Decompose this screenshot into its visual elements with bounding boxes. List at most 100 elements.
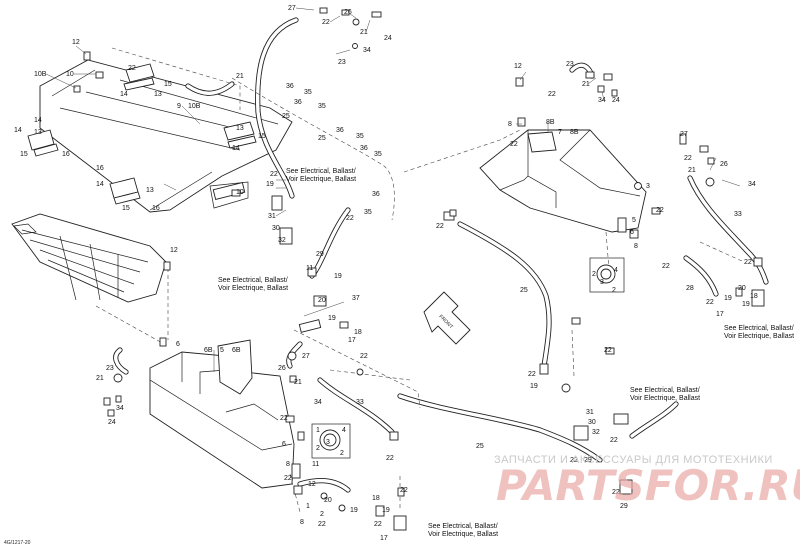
callout-text-line2: Voir Electrique, Ballast [724,333,794,340]
label-37: 37 [352,295,360,302]
label-14d: 14 [232,145,240,152]
deck-floor-panel [39,59,293,213]
label-22j: 22 [374,521,382,528]
label-30b: 30 [588,419,596,426]
label-10b: 10B [34,71,47,78]
label-4: 4 [342,427,346,434]
label-29c: 29 [620,503,628,510]
leader-lines [45,7,741,372]
label-25b: 25 [318,135,326,142]
label-35b: 35 [318,103,326,110]
label-28: 28 [686,285,694,292]
label-19g: 19 [742,301,750,308]
hull-overview [11,213,167,303]
label-2: 2 [316,445,320,452]
label-21: 21 [360,29,368,36]
gasket-detail-left [311,423,351,459]
label-20c: 20 [738,285,746,292]
label-5b: 5 [632,217,636,224]
label-23b: 23 [106,365,114,372]
label-18: 18 [354,329,362,336]
label-22l: 22 [548,91,556,98]
label-14e: 14 [96,181,104,188]
label-15b: 15 [20,151,28,158]
watermark-caption: ЗАПЧАСТИ И АКСЕССУАРЫ ДЛЯ МОТОТЕХНИКИ [494,454,773,466]
callout-text-line2: Voir Electrique, Ballast [428,531,498,538]
label-22v: 22 [612,489,620,496]
label-22b: 22 [128,65,136,72]
label-19f: 19 [724,295,732,302]
label-30: 30 [272,225,280,232]
label-8d: 8 [634,243,638,250]
label-3b: 3 [646,183,650,190]
gasket-detail-right [589,257,625,293]
label-33: 33 [356,399,364,406]
label-6d: 6 [630,229,634,236]
electrical-callout-1: See Electrical, Ballast/ Voir Electrique… [286,168,356,183]
label-23: 23 [338,59,346,66]
label-7: 7 [558,129,562,136]
drawing-code: 4G/1217-20 [4,540,31,546]
label-36c: 36 [336,127,344,134]
label-8b: 8 [300,519,304,526]
label-6b: 6B [204,347,213,354]
label-20b: 20 [324,497,332,504]
label-32: 32 [278,237,286,244]
label-21c: 21 [96,375,104,382]
label-19b: 19 [334,273,342,280]
callout-text-line2: Voir Electrique, Ballast [218,285,288,292]
label-25: 25 [282,113,290,120]
label-6: 6 [176,341,180,348]
label-2d: 2 [592,271,596,278]
label-11b: 11 [312,461,319,468]
label-12d: 12 [514,63,522,70]
label-1b: 1 [306,503,310,510]
label-8c: 8 [508,121,512,128]
label-29b: 29 [584,457,592,464]
callout-text-line1: See Electrical, Ballast/ [286,168,356,175]
label-26b: 26 [278,365,286,372]
label-11: 11 [306,265,313,272]
label-35d: 35 [374,151,382,158]
label-25c: 25 [520,287,528,294]
label-15: 15 [164,81,172,88]
label-34e: 34 [748,181,756,188]
label-22u: 22 [570,457,578,464]
label-17: 17 [348,337,356,344]
label-4b: 4 [614,267,618,274]
label-13d: 13 [146,187,154,194]
foam-pad-set [27,63,257,205]
callout-text-line2: Voir Electrique, Ballast [630,395,700,402]
label-18b: 18 [372,495,380,502]
label-10b-2: 10B [188,103,201,110]
label-8: 8 [286,461,290,468]
label-32b: 32 [592,429,600,436]
label-10: 10 [66,71,74,78]
label-22k: 22 [400,487,408,494]
label-14b: 14 [34,117,42,124]
label-22s: 22 [744,259,752,266]
callout-text-line1: See Electrical, Ballast/ [630,387,700,394]
label-18c: 18 [750,293,758,300]
label-22p: 22 [436,223,444,230]
callout-text-line1: See Electrical, Ballast/ [428,523,498,530]
callout-text-line1: See Electrical, Ballast/ [724,325,794,332]
label-26c: 26 [720,161,728,168]
label-36b: 36 [294,99,302,106]
label-26: 26 [344,9,352,16]
label-16c: 16 [152,205,160,212]
label-23c: 23 [566,61,574,68]
label-19e: 19 [382,507,390,514]
label-12: 12 [72,39,80,46]
label-14c: 14 [14,127,22,134]
label-22n: 22 [656,207,664,214]
label-25d: 25 [476,443,484,450]
electrical-callout-3: See Electrical, Ballast/ Voir Electrique… [630,387,700,402]
label-27b: 27 [302,353,310,360]
label-1: 1 [316,427,320,434]
label-21d: 21 [294,379,302,386]
label-21b: 21 [236,73,244,80]
label-27: 27 [288,5,296,12]
